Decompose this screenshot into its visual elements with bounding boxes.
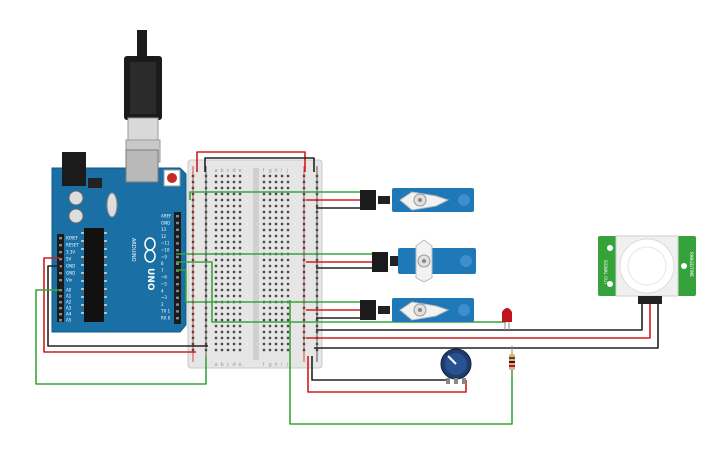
digital-header — [174, 212, 181, 324]
digital-pin-label: 4 — [161, 288, 164, 293]
arduino-model-text: UNO — [145, 268, 155, 291]
breadboard-column-letter: g — [269, 362, 272, 368]
analog-pin-label: A0 — [66, 288, 72, 293]
breadboard-column-letter: j — [286, 168, 288, 174]
wire-arduino-5v — [43, 257, 196, 353]
wire-pir-power — [306, 302, 651, 339]
breadboard-column-letter: f — [263, 362, 265, 368]
digital-pin-label: 2 — [161, 302, 164, 307]
breadboard-column-letter: b — [221, 362, 224, 368]
arduino-uno-board: ARDUINO UNO AREFGND1312~11~10~987~6~54~3… — [51, 149, 187, 333]
analog-pin-label: A1 — [66, 294, 72, 299]
power-pin-label: 3.3V — [66, 250, 75, 255]
power-pin-label: GND — [66, 271, 75, 276]
wire-rail-top-black — [204, 157, 315, 172]
digital-pin-label: ~11 — [161, 241, 170, 246]
breadboard-column-letter: a — [215, 362, 218, 368]
breadboard-column-letter: c — [227, 168, 230, 174]
usb-cable — [124, 30, 162, 163]
servo-motor-2 — [372, 239, 476, 283]
power-pin-label: Vin — [66, 278, 73, 283]
servo-motor-3 — [360, 298, 474, 322]
digital-pin-label: ~5 — [161, 282, 167, 287]
power-pin-label: 5V — [66, 257, 72, 262]
breadboard-column-letter: i — [281, 168, 282, 174]
analog-pin-label: A2 — [66, 300, 72, 305]
analog-pin-label: A4 — [66, 312, 72, 317]
wire-pir-signal — [289, 300, 513, 425]
pir-right-label: RANGE/TIME — [689, 252, 694, 277]
wire-servo3-signal — [176, 269, 360, 303]
breadboard-column-letter: b — [221, 168, 224, 174]
digital-pin-label: ~10 — [161, 248, 170, 253]
pir-motion-sensor: SIGNAL OUT RANGE/TIME — [598, 235, 696, 304]
digital-pin-label: 13 — [161, 227, 167, 232]
resistor — [509, 346, 515, 376]
digital-pin-label: GND — [161, 220, 170, 225]
breadboard-column-letter: c — [227, 362, 230, 368]
breadboard-column-letter: h — [275, 168, 278, 174]
breadboard-column-letter: e — [239, 362, 242, 368]
digital-pin-label: RX 0 — [161, 316, 171, 321]
potentiometer — [440, 348, 472, 384]
power-pin-label: GND — [66, 264, 75, 269]
breadboard-column-letter: a — [215, 168, 218, 174]
wire-pot-power — [307, 356, 467, 393]
breadboard-column-letter: e — [239, 168, 242, 174]
reset-button — [167, 173, 177, 183]
power-pin-label: RESET — [66, 243, 79, 248]
microcontroller-chip — [84, 228, 104, 322]
wire-arduino-gnd — [47, 265, 208, 347]
analog-header — [57, 286, 64, 322]
power-pin-label: IOREF — [66, 236, 79, 241]
breadboard-holes — [191, 174, 319, 352]
arduino-logo — [144, 237, 156, 263]
wire-pir-out — [314, 302, 659, 349]
pir-left-label: SIGNAL OUT — [603, 260, 608, 285]
analog-pin-label: A5 — [66, 318, 72, 323]
breadboard-column-letter: g — [269, 168, 272, 174]
breadboard-column-letter: d — [233, 168, 236, 174]
digital-pin-label: 7 — [161, 268, 164, 273]
dc-jack — [62, 152, 86, 186]
led-red — [502, 308, 512, 330]
wire-pot-ground — [311, 356, 446, 381]
breadboard-column-letter: j — [286, 362, 288, 368]
wire-pir-ground — [316, 302, 643, 331]
breadboard-column-letter: f — [263, 168, 265, 174]
wire-servo1-signal — [189, 191, 360, 200]
wire-rail-top-red — [196, 151, 306, 172]
wire-arduino-a0 — [35, 289, 207, 385]
digital-pin-label: TX 1 — [160, 309, 170, 314]
breadboard-column-letter: d — [233, 362, 236, 368]
usb-jack — [125, 149, 159, 183]
analog-pin-label: A3 — [66, 306, 72, 311]
digital-pin-label: 8 — [161, 261, 164, 266]
digital-pin-label: ~3 — [161, 295, 167, 300]
breadboard-column-letter: i — [281, 362, 282, 368]
wire-led-signal — [176, 261, 506, 323]
digital-pin-label: ~6 — [161, 275, 167, 280]
digital-pin-label: AREF — [161, 214, 172, 219]
digital-pin-label: ~9 — [161, 254, 167, 259]
digital-pin-label: 12 — [161, 234, 167, 239]
wires — [35, 151, 659, 425]
arduino-brand-text: ARDUINO — [130, 238, 136, 262]
servo-motor-1 — [360, 188, 474, 212]
breadboard-column-letter: h — [275, 362, 278, 368]
